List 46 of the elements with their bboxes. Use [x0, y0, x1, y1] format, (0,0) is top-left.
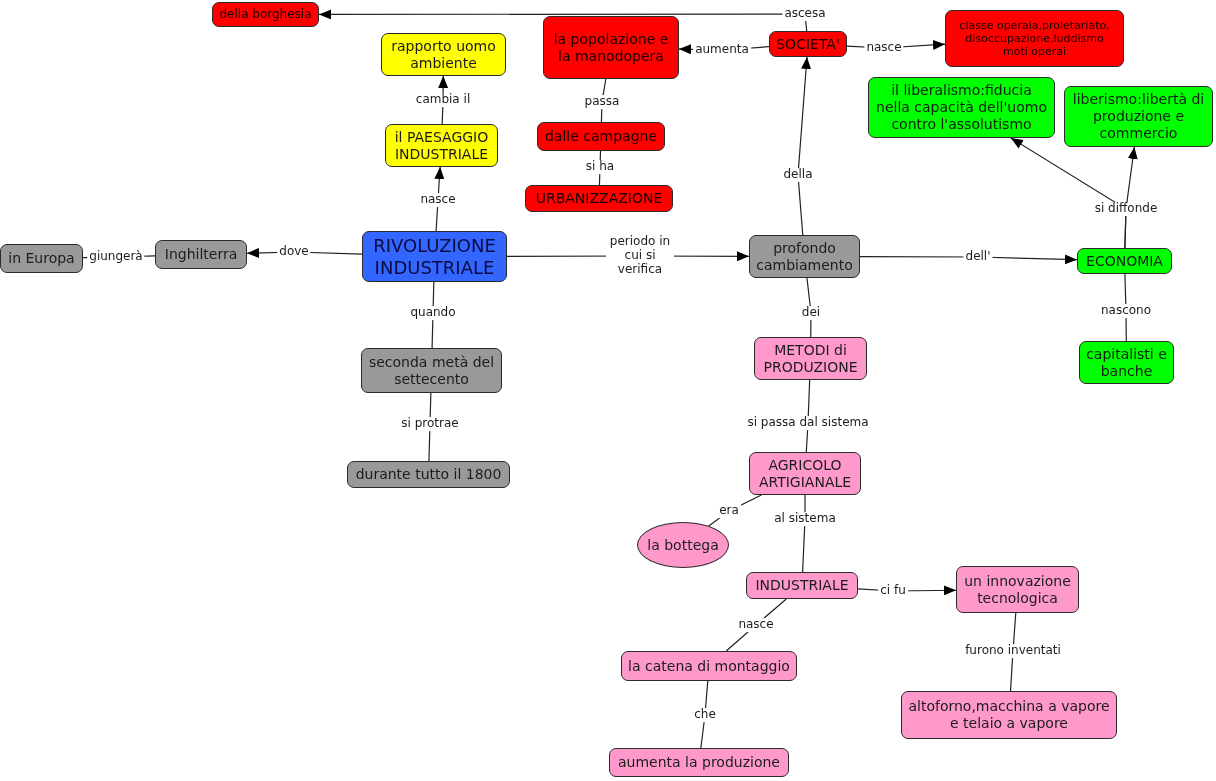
edge-label: della	[781, 168, 815, 182]
edge-label: furono inventati	[963, 644, 1063, 658]
concept-box: classe operaia,proletariato, disoccupazione,luddismo moti operai	[945, 10, 1124, 67]
concept-box: SOCIETA'	[769, 31, 847, 57]
connector-line	[806, 277, 812, 338]
concept-box: RIVOLUZIONE INDUSTRIALE	[362, 231, 507, 282]
concept-box: aumenta la produzione	[609, 748, 789, 777]
concept-box: ECONOMIA	[1077, 248, 1172, 274]
concept-oval: la bottega	[637, 522, 729, 568]
edge-label: nasce	[418, 193, 458, 207]
edge-label: giungerà	[87, 250, 145, 264]
edge-label: si ha	[583, 160, 617, 174]
concept-box: in Europa	[0, 244, 83, 273]
edge-label: si passa dal sistema	[745, 416, 871, 430]
edge-label: si diffonde	[1092, 202, 1160, 216]
arrow	[1124, 146, 1138, 249]
edge-label: nasce	[736, 618, 776, 632]
concept-box: altoforno,macchina a vapore e telaio a vapore	[901, 691, 1117, 739]
edge-label: al sistema	[772, 512, 838, 526]
concept-box: il PAESAGGIO INDUSTRIALE	[385, 124, 498, 167]
edge-label: era	[717, 504, 741, 518]
concept-box: la catena di montaggio	[621, 651, 797, 681]
concept-box: METODI di PRODUZIONE	[754, 337, 867, 380]
concept-box: Inghilterra	[155, 240, 247, 269]
edge-label: quando	[408, 306, 458, 320]
concept-box: un innovazione tecnologica	[956, 566, 1079, 613]
concept-box: URBANIZZAZIONE	[525, 185, 673, 212]
edge-label: passa	[582, 95, 622, 109]
edge-label: che	[692, 708, 718, 722]
edge-label: ascesa	[782, 7, 828, 21]
concept-box: la popolazione e la manodopera	[543, 16, 679, 79]
concept-box: AGRICOLO ARTIGIANALE	[749, 452, 861, 495]
edge-label: si protrae	[399, 417, 461, 431]
concept-box: rapporto uomo ambiente	[381, 33, 506, 76]
concept-box: seconda metà del settecento	[361, 348, 502, 393]
concept-box: profondo cambiamento	[749, 235, 860, 278]
concept-box: durante tutto il 1800	[347, 461, 510, 488]
arrow	[797, 56, 812, 236]
concept-box: liberismo:libertà di produzione e commercio	[1064, 86, 1213, 147]
concept-box: INDUSTRIALE	[746, 572, 858, 599]
concept-box: il liberalismo:fiducia nella capacità dell'uomo contro l'assolutismo	[868, 77, 1055, 138]
concept-box: dalle campagne	[537, 122, 665, 151]
arrow	[318, 9, 808, 32]
concept-box: capitalisti e banche	[1079, 341, 1174, 384]
concept-box: della borghesia	[212, 2, 319, 27]
edge-label: cambia il	[413, 93, 473, 107]
